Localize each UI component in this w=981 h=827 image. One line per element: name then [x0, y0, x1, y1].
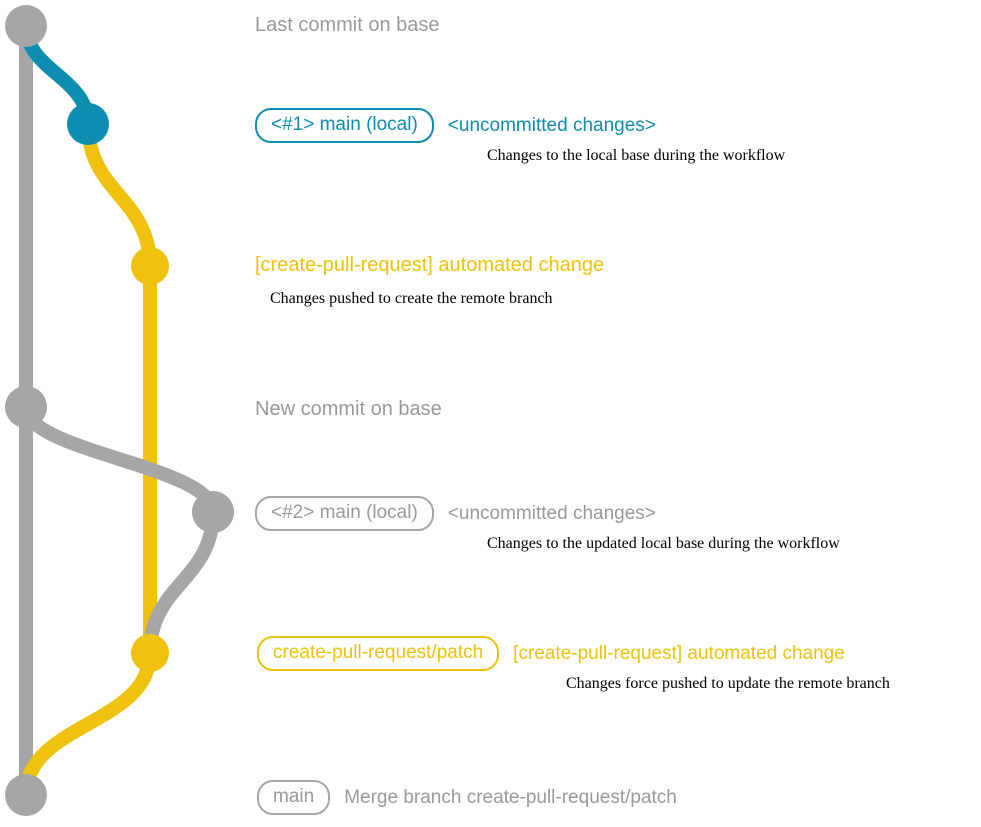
node-merge-commit: [5, 774, 47, 816]
badge-main[interactable]: main: [257, 780, 331, 815]
entry-automated-change-2: create-pull-request/patch [create-pull-r…: [257, 636, 845, 671]
subject-uncommitted-changes-2: <uncommitted changes>: [447, 502, 656, 524]
subject-uncommitted-changes-1: <uncommitted changes>: [447, 114, 656, 136]
label-last-commit-on-base: Last commit on base: [255, 14, 440, 36]
note-local-commit-1: Changes to the local base during the wor…: [487, 147, 786, 164]
edge-local-1-to-patch-1: [81, 117, 157, 273]
node-local-commit-1: [67, 103, 109, 145]
badge-local-main-2[interactable]: <#2> main (local): [255, 496, 434, 531]
label-new-commit-on-base: New commit on base: [255, 398, 442, 420]
note-automated-change-1: Changes pushed to create the remote bran…: [270, 290, 553, 307]
node-last-commit-on-base: [5, 5, 47, 47]
node-local-commit-2: [192, 491, 234, 533]
note-automated-change-2: Changes force pushed to update the remot…: [566, 675, 890, 692]
badge-local-main-1[interactable]: <#1> main (local): [255, 108, 434, 143]
badge-create-pull-request-patch[interactable]: create-pull-request/patch: [257, 636, 500, 671]
note-local-commit-2: Changes to the updated local base during…: [487, 535, 840, 552]
subject-automated-change-2: [create-pull-request] automated change: [513, 642, 845, 664]
node-automated-change-1: [131, 247, 169, 285]
node-automated-change-2: [131, 634, 169, 672]
edge-local-2-to-patch-2: [143, 505, 220, 660]
entry-local-commit-1: <#1> main (local) <uncommitted changes>: [255, 108, 656, 143]
entry-local-commit-2: <#2> main (local) <uncommitted changes>: [255, 496, 656, 531]
node-new-commit-on-base: [5, 386, 47, 428]
subject-automated-change-1: [create-pull-request] automated change: [255, 254, 605, 276]
edge-base-to-local-2: [19, 400, 220, 519]
edge-patch-2-to-merge: [19, 646, 157, 802]
entry-merge-commit: main Merge branch create-pull-request/pa…: [257, 780, 677, 815]
subject-merge-commit: Merge branch create-pull-request/patch: [344, 786, 677, 808]
